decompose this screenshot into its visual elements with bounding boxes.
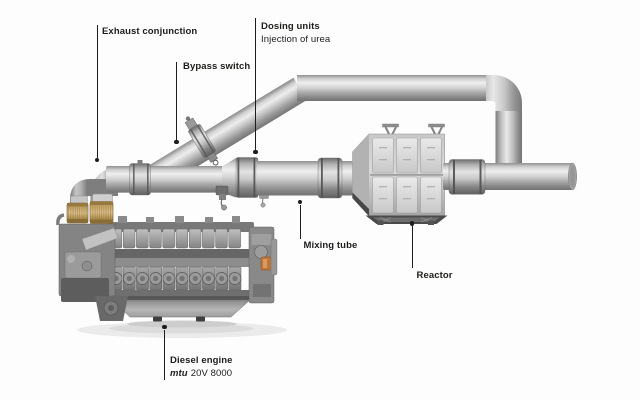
leader-line-exhaust-conjunction — [96, 25, 98, 158]
dosing-units-subtitle: Injection of urea — [261, 33, 331, 45]
diesel-engine-title: Diesel engine — [170, 355, 233, 366]
reactor-unit — [352, 123, 448, 225]
leader-dot-mixing-tube — [297, 199, 303, 205]
leader-line-diesel-engine — [164, 329, 166, 380]
main-exhaust-pipe — [105, 160, 238, 196]
engine-right-end — [248, 226, 278, 304]
leader-dot-dosing-units — [253, 149, 258, 155]
label-exhaust-conjunction: Exhaust conjunction — [102, 25, 198, 37]
leader-dot-diesel-engine — [162, 324, 167, 330]
engine-brand: mtu — [170, 368, 188, 379]
leader-line-bypass-switch — [176, 61, 178, 140]
engine-model-number: 20V 8000 — [190, 368, 233, 379]
leader-dot-exhaust-conjunction — [94, 157, 100, 163]
diesel-engine-illustration — [56, 201, 278, 322]
crankcase-row — [109, 266, 242, 291]
label-mixing-tube: Mixing tube — [303, 239, 358, 251]
leader-dot-reactor — [409, 221, 415, 226]
dosing-units-title: Dosing units — [261, 20, 320, 32]
leader-line-mixing-tube — [299, 204, 301, 239]
leader-line-reactor — [411, 226, 413, 268]
engine-front-end — [56, 213, 128, 321]
bypass-switch-clamp — [184, 116, 219, 166]
engine-ground-shadow — [77, 320, 287, 338]
dosing-unit-assembly — [215, 157, 269, 211]
leader-line-dosing-units — [255, 18, 257, 150]
mixing-tube-pipe — [257, 157, 358, 199]
label-reactor: Reactor — [416, 270, 453, 281]
outlet-pipe — [443, 159, 577, 195]
label-dosing-units: Dosing units Injection of urea — [261, 21, 330, 45]
brass-bellows — [66, 201, 114, 224]
leader-dot-bypass-switch — [174, 139, 179, 145]
label-bypass-switch: Bypass switch — [183, 61, 251, 72]
